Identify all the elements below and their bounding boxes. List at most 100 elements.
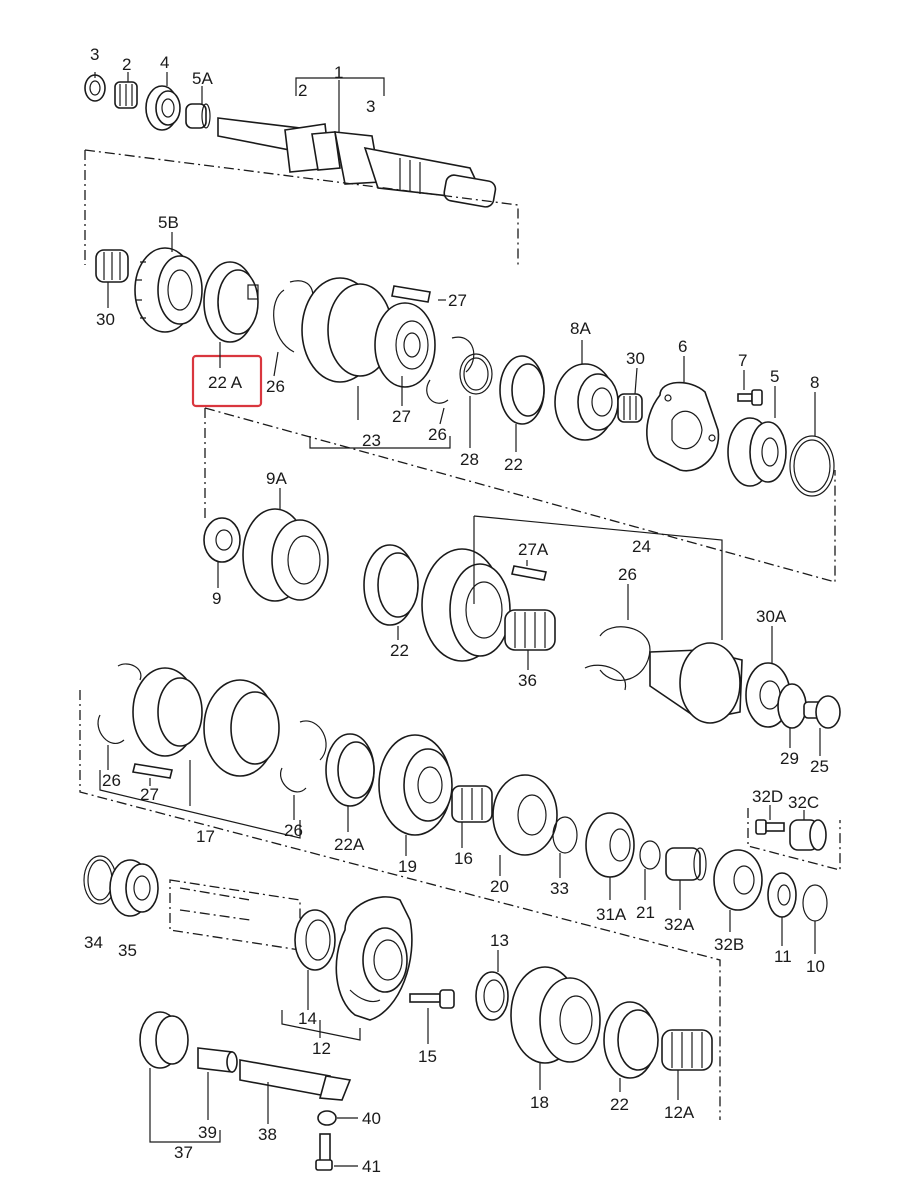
part-4-ball-bearing [145, 85, 181, 131]
label-5b: 5B [158, 213, 179, 232]
part-19-gear [378, 734, 453, 836]
label-27a: 27A [518, 540, 549, 559]
part-3-ring [84, 74, 106, 102]
label-40: 40 [362, 1109, 381, 1128]
label-29: 29 [780, 749, 799, 768]
label-13: 13 [490, 931, 509, 950]
label-27d: 27 [140, 785, 159, 804]
part-12a-needle-roller [661, 1029, 713, 1071]
part-37-gear [139, 1011, 189, 1069]
part-26b-circlip [426, 336, 475, 404]
part-31a-gear [585, 812, 635, 878]
label-30b: 30 [626, 349, 645, 368]
label-32d: 32D [752, 787, 783, 806]
part-5-ball-bearing [727, 417, 787, 487]
part-22a-synchro-ring [203, 261, 259, 343]
part-30-needle-roller [95, 249, 129, 283]
label-32c: 32C [788, 793, 819, 812]
label-24: 24 [632, 537, 651, 556]
part-38-shaft [239, 1059, 352, 1101]
label-32a: 32A [664, 915, 695, 934]
label-8a: 8A [570, 319, 591, 338]
label-26b: 26 [428, 425, 447, 444]
label-31a: 31A [596, 905, 627, 924]
label-9a: 9A [266, 469, 287, 488]
part-35-ball-bearing [109, 859, 159, 917]
part-shaft-section [649, 642, 743, 724]
label-22c: 22 [390, 641, 409, 660]
label-11: 11 [774, 947, 792, 966]
part-27d-key [132, 763, 173, 779]
label-10: 10 [806, 957, 825, 976]
part-9a-gear [242, 508, 329, 602]
label-28: 28 [460, 450, 479, 469]
part-9-thrust-washer [203, 517, 241, 563]
label-15: 15 [418, 1047, 437, 1066]
label-26c: 26 [618, 565, 637, 584]
part-8a-gear [554, 363, 619, 441]
part-26c-circlips [584, 626, 651, 691]
part-5b-gear [134, 247, 203, 333]
part-13-ring [475, 971, 509, 1021]
part-20-gear [492, 774, 558, 856]
part-7-bolt [737, 389, 763, 406]
part-14-ring [294, 909, 336, 971]
part-6-retaining-plate [646, 381, 720, 472]
label-39: 39 [198, 1123, 217, 1142]
label-18: 18 [530, 1093, 549, 1112]
label-14: 14 [298, 1009, 317, 1028]
label-3: 3 [90, 45, 99, 64]
part-17-synchro-hub-assembly [132, 667, 280, 777]
part-22b-synchro-ring [499, 355, 545, 425]
label-4: 4 [160, 53, 169, 72]
label-8: 8 [810, 373, 819, 392]
label-22a-lower: 22A [334, 835, 365, 854]
label-19: 19 [398, 857, 417, 876]
label-9: 9 [212, 589, 221, 608]
part-27-key [391, 285, 431, 303]
part-40-washer [317, 1110, 337, 1126]
label-30a: 30A [756, 607, 787, 626]
part-25-threaded-stud [803, 695, 841, 729]
part-32d-bolt [755, 819, 785, 835]
part-32c-cap [789, 819, 827, 851]
label-34: 34 [84, 933, 103, 952]
label-22a-highlight: 22 A [208, 373, 243, 392]
label-22e: 22 [610, 1095, 629, 1114]
part-23-synchro-hub-assembly [301, 277, 436, 388]
label-3b: 3 [366, 97, 375, 116]
part-15-bolt [409, 989, 455, 1009]
part-22c-synchro-ring [363, 544, 419, 626]
label-30: 30 [96, 310, 115, 329]
part-16-needle-roller [451, 785, 493, 823]
label-16: 16 [454, 849, 473, 868]
label-7: 7 [738, 351, 747, 370]
part-8-circlip [789, 435, 835, 497]
part-11-washer [767, 872, 797, 918]
part-33-circlip [552, 816, 578, 854]
label-37: 37 [174, 1143, 193, 1162]
label-21: 21 [636, 903, 655, 922]
label-27: 27 [448, 291, 467, 310]
label-26d: 26 [102, 771, 121, 790]
part-41-bolt [315, 1133, 333, 1171]
label-5: 5 [770, 367, 779, 386]
label-35: 35 [118, 941, 137, 960]
label-12a: 12A [664, 1103, 695, 1122]
label-33: 33 [550, 879, 569, 898]
label-26: 26 [266, 377, 285, 396]
part-1-input-shaft [217, 117, 497, 208]
part-28-circlip [459, 353, 493, 395]
part-10-circlip [802, 884, 828, 922]
label-27b: 27 [392, 407, 411, 426]
label-23: 23 [362, 431, 381, 450]
label-22b: 22 [504, 455, 523, 474]
part-27a-key [511, 565, 547, 581]
part-5a-bushing [185, 103, 211, 129]
part-29-washer [777, 683, 807, 729]
part-36-needle-roller [504, 609, 556, 651]
part-12-flange-housing [335, 896, 413, 1021]
part-26d-circlips [97, 663, 142, 744]
label-26e: 26 [284, 821, 303, 840]
label-1: 1 [334, 63, 343, 82]
